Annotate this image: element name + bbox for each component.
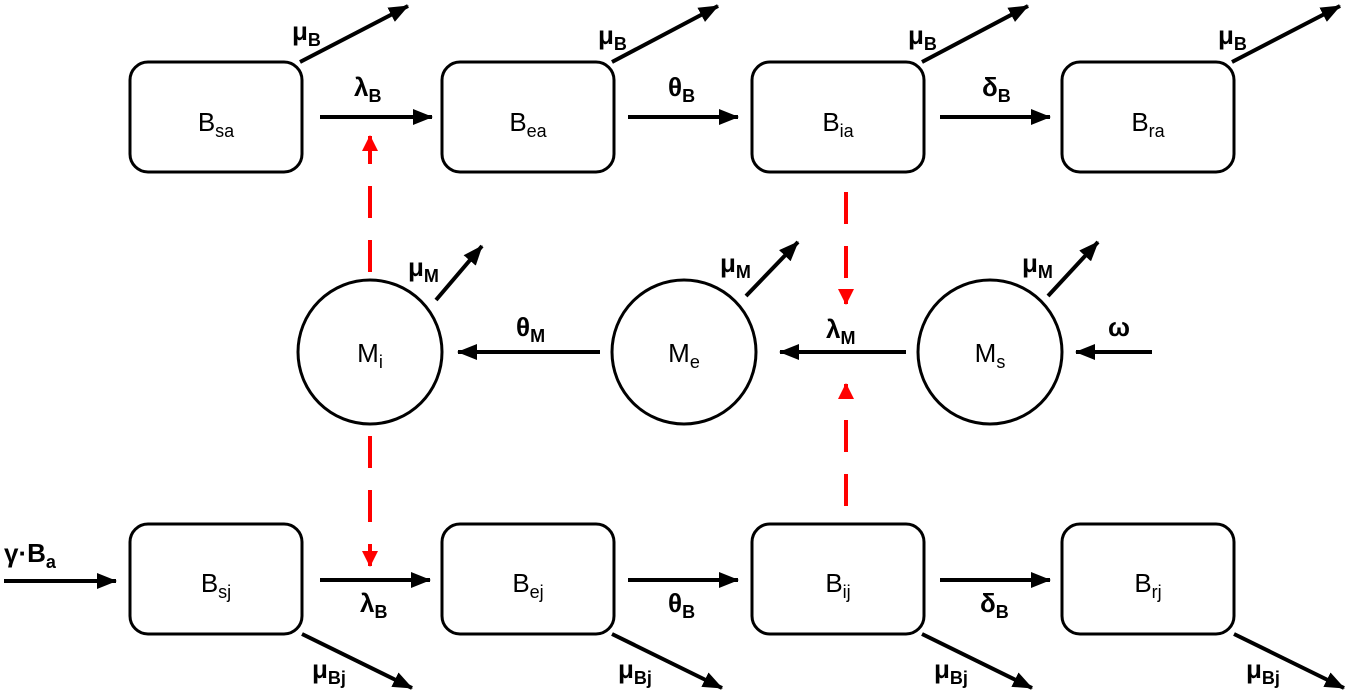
label-omega: ω <box>1108 312 1130 342</box>
label-mu-m-2: μM <box>720 248 751 282</box>
mortality-arrow-me <box>744 240 800 298</box>
mortality-arrow-bra <box>1231 4 1341 64</box>
label-delta-b-top: δB <box>982 72 1011 106</box>
mortality-arrow-mi <box>434 244 484 302</box>
label-mu-bj-1: μBj <box>312 654 346 688</box>
label-theta-b-bottom: θB <box>668 588 695 622</box>
node-bsa: Bsa <box>128 60 304 174</box>
svg-text:Bej: Bej <box>512 568 543 602</box>
svg-text:Me: Me <box>668 338 700 372</box>
svg-text:Bra: Bra <box>1131 107 1165 141</box>
label-mu-bj-3: μBj <box>934 654 968 688</box>
node-bsj: Bsj <box>128 522 304 636</box>
node-mi: Mi <box>296 278 444 426</box>
mortality-arrow-ms <box>1046 240 1100 298</box>
svg-text:Mi: Mi <box>357 338 383 372</box>
node-bia: Bia <box>750 60 926 174</box>
label-delta-b-bottom: δB <box>980 588 1009 622</box>
mortality-arrow-bia <box>921 4 1029 64</box>
mortality-arrow-bej <box>611 632 723 690</box>
mortality-arrow-bea <box>611 4 719 64</box>
svg-text:Bea: Bea <box>509 107 547 141</box>
label-mu-m-1: μM <box>408 252 439 286</box>
svg-text:Bij: Bij <box>825 568 850 602</box>
label-mu-bj-2: μBj <box>618 654 652 688</box>
label-mu-b-2: μB <box>598 20 627 54</box>
node-me: Me <box>610 278 758 426</box>
label-mu-b-1: μB <box>292 16 321 50</box>
node-bej: Bej <box>440 522 616 636</box>
svg-text:Bsa: Bsa <box>198 107 235 141</box>
label-gamma-ba: γ·Ba <box>4 538 57 572</box>
svg-text:Bia: Bia <box>822 107 854 141</box>
node-bea: Bea <box>440 60 616 174</box>
label-theta-b-top: θB <box>668 72 695 106</box>
svg-text:Brj: Brj <box>1134 568 1161 602</box>
svg-text:Bsj: Bsj <box>201 568 231 602</box>
label-lambda-m: λM <box>826 314 855 348</box>
label-lambda-b-top: λB <box>354 72 381 106</box>
node-brj: Brj <box>1060 522 1236 636</box>
label-mu-m-3: μM <box>1022 248 1053 282</box>
label-lambda-b-bottom: λB <box>360 588 387 622</box>
node-bij: Bij <box>750 522 926 636</box>
mortality-arrow-bij <box>921 632 1033 690</box>
label-mu-b-4: μB <box>1218 20 1247 54</box>
mortality-arrow-bsj <box>301 632 413 690</box>
node-bra: Bra <box>1060 60 1236 174</box>
mortality-arrow-bsa <box>299 4 409 64</box>
mortality-arrow-brj <box>1233 632 1345 690</box>
label-mu-b-3: μB <box>908 20 937 54</box>
label-mu-bj-4: μBj <box>1246 654 1280 688</box>
svg-text:Ms: Ms <box>975 338 1006 372</box>
label-theta-m: θM <box>516 312 545 346</box>
node-ms: Ms <box>916 278 1064 426</box>
